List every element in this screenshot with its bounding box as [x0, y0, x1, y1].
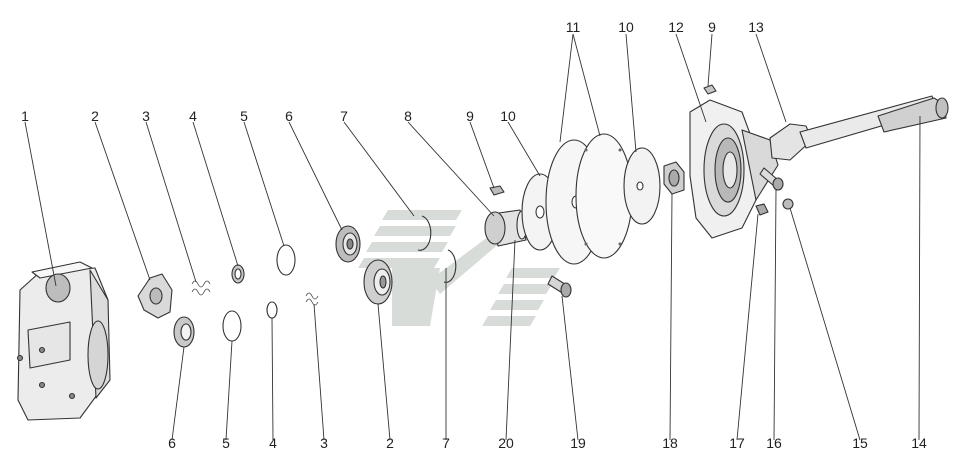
callout-label: 18 [662, 435, 678, 451]
part-housing [16, 261, 111, 421]
callout-label: 12 [668, 19, 684, 35]
part-ring-lower [222, 310, 242, 342]
callout-labels: 1 2 3 4 5 6 7 8 9 10 11 10 12 9 13 6 5 4… [21, 19, 927, 451]
part-seal-upper [335, 225, 361, 263]
callout-label: 13 [748, 19, 764, 35]
callout-label: 5 [222, 435, 230, 451]
part-cam-plate-upper [137, 273, 173, 319]
callout-label: 3 [320, 435, 328, 451]
part-flange-housing [689, 99, 779, 239]
callout-label: 16 [766, 435, 782, 451]
callout-label: 7 [340, 108, 348, 124]
callout-label: 11 [566, 19, 581, 35]
callout-label: 10 [618, 19, 634, 35]
part-small-ring-lower [266, 301, 278, 319]
part-small-nut [755, 203, 769, 216]
callout-label: 17 [729, 435, 745, 451]
callout-label: 4 [269, 435, 277, 451]
part-bushing-lower [363, 259, 393, 305]
part-washer-upper [231, 264, 245, 284]
part-washer-lower [173, 316, 195, 348]
callout-label: 6 [168, 435, 176, 451]
callout-label: 1 [21, 108, 29, 124]
part-disc-right [623, 147, 661, 225]
callout-label: 9 [708, 19, 716, 35]
callout-label: 14 [911, 435, 927, 451]
part-screw-15 [782, 198, 794, 210]
part-shaft [484, 209, 528, 247]
callout-label: 5 [240, 108, 248, 124]
part-hex-nut [663, 161, 685, 195]
leader-lines [24, 33, 921, 441]
callout-label: 8 [404, 108, 412, 124]
part-spring-lower [305, 292, 319, 306]
callout-label: 7 [442, 435, 450, 451]
callout-label: 3 [142, 108, 150, 124]
part-disc-large-2 [575, 133, 633, 259]
callout-label: 2 [91, 108, 99, 124]
part-nut-middle [489, 185, 505, 196]
callout-label: 4 [189, 108, 197, 124]
part-bolt-19 [547, 275, 572, 298]
part-bolt-16 [759, 167, 784, 191]
callout-label: 19 [570, 435, 586, 451]
callout-label: 15 [852, 435, 868, 451]
callout-label: 9 [466, 108, 474, 124]
part-snap-ring-lower [443, 249, 457, 283]
part-spring-upper [191, 280, 211, 296]
part-lever-arm [769, 95, 949, 161]
part-ring-upper [276, 244, 296, 276]
part-clip-upper [703, 84, 717, 95]
callout-label: 10 [500, 108, 516, 124]
callout-label: 2 [386, 435, 394, 451]
part-snap-ring-upper [417, 215, 432, 251]
callout-label: 20 [498, 435, 514, 451]
callout-label: 6 [285, 108, 293, 124]
